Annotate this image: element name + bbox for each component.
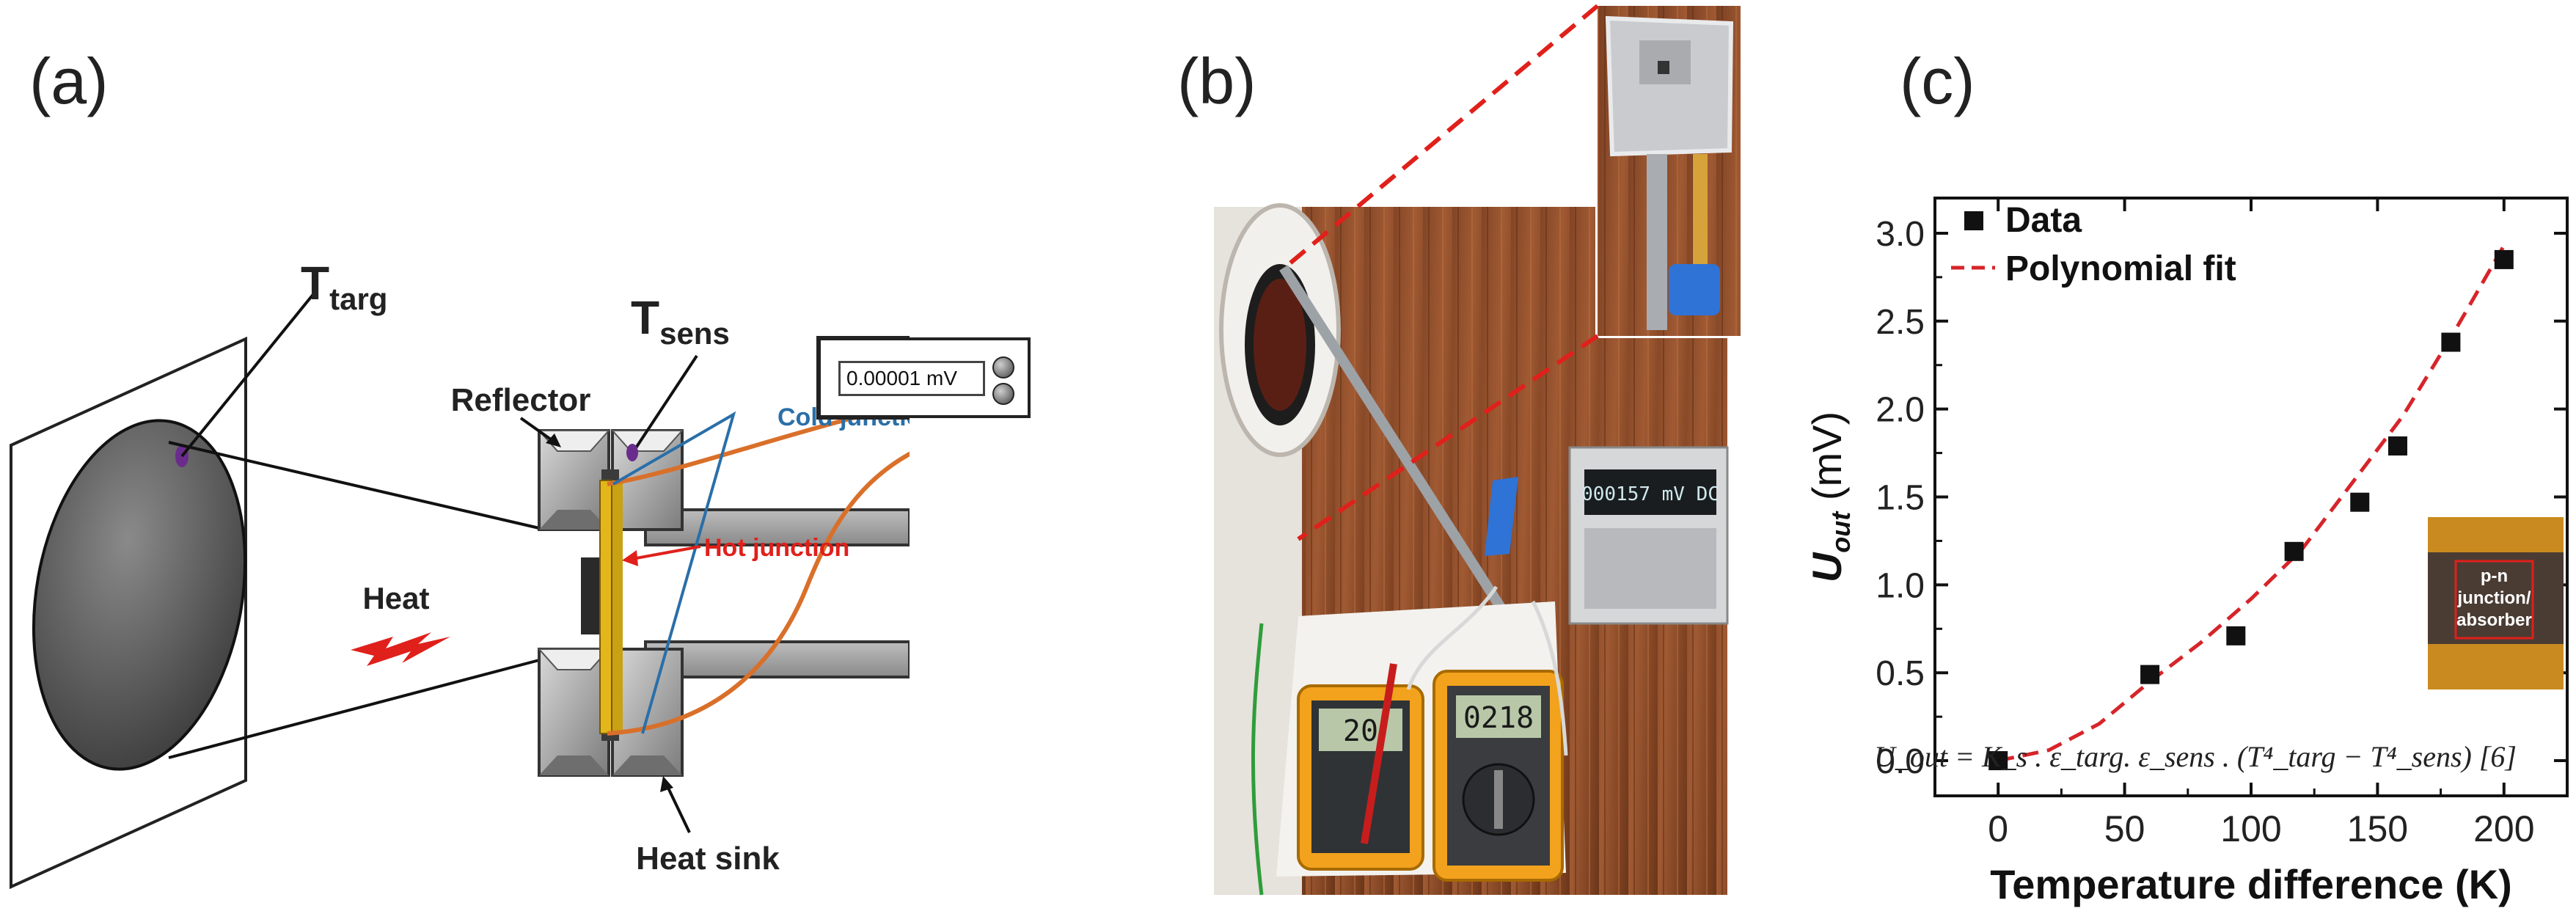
legend-data-label: Data	[2005, 201, 2082, 240]
panel-b-label: (b)	[1177, 45, 1256, 117]
chart: 0 50 100 150 200 0.0 0.5 1.0 1.5 2.0 2.5 3.0Tempera…	[1804, 197, 2569, 907]
multimeter-right: 0218	[1432, 670, 1564, 882]
target-disk	[32, 419, 247, 771]
voltmeter-display: 0.00001 mV	[838, 361, 985, 396]
y-tick-label: 2.5	[1876, 303, 1925, 342]
y-tick-label: 0.0	[1876, 742, 1925, 781]
panel-c-label: (c)	[1900, 45, 1975, 117]
heat-label: Heat	[362, 581, 429, 615]
t-targ-label: T	[301, 257, 329, 310]
fov-line-top	[168, 441, 540, 530]
heat-bolt-icon	[351, 632, 450, 666]
data-point	[2387, 436, 2407, 456]
cold-junction-lines	[612, 411, 736, 734]
inset-label: p-n	[2481, 566, 2508, 586]
bench-meter-reading: 000157 mV DC	[1581, 483, 1719, 505]
x-tick-label: 0	[1988, 808, 2008, 849]
rod	[1279, 265, 1515, 626]
panel-b: 000157 mV DC 20 0218	[954, 0, 1746, 907]
callout-line-bottom	[1297, 334, 1599, 541]
heat-sink-label: Heat sink	[636, 841, 780, 877]
terminal-bottom-icon	[992, 383, 1014, 405]
hot-junction-label: Hot junction	[704, 534, 849, 562]
t-sens-leader	[634, 354, 698, 450]
inset-label: junction/	[2457, 588, 2531, 608]
fov-line-bottom	[168, 659, 540, 759]
multimeter-left: 20	[1297, 684, 1424, 871]
x-tick-label: 150	[2347, 808, 2408, 849]
heat-sink-arrow	[665, 783, 691, 833]
hot-junction-arrowhead	[622, 550, 638, 566]
data-point	[2226, 626, 2246, 645]
y-axis-label: Uout (mV)	[1804, 411, 1856, 582]
svg-text:Ttarg: Ttarg	[301, 257, 387, 316]
hot-junction-arrow	[632, 545, 701, 560]
reflector-block-bottom	[537, 648, 611, 777]
t-sens-subscript: sens	[659, 316, 730, 351]
data-point	[2494, 249, 2514, 269]
x-tick-label: 100	[2220, 808, 2281, 849]
svg-text:0218: 0218	[1463, 701, 1534, 735]
panel-a: Ttarg Heat	[0, 0, 973, 907]
x-axis-label: Temperature difference (K)	[1990, 861, 2512, 907]
reflector-label: Reflector	[451, 382, 591, 418]
t-targ-leader	[180, 292, 315, 458]
t-sens-label: T	[631, 291, 659, 344]
polynomial-fit-line	[1997, 244, 2506, 763]
wire-bottom	[607, 428, 973, 736]
data-point	[2140, 665, 2160, 684]
inset-label: absorber	[2456, 610, 2532, 630]
y-tick-label: 3.0	[1876, 215, 1925, 254]
heat-sink-bar-bottom	[644, 640, 911, 678]
data-point	[2284, 541, 2304, 561]
sensor-point	[626, 444, 638, 461]
panel-a-label: (a)	[29, 45, 109, 117]
legend-data-marker	[1964, 211, 1983, 230]
thermopile-strip	[599, 480, 612, 734]
reflector-block-top	[537, 429, 611, 531]
y-tick-label: 2.0	[1876, 391, 1925, 430]
panel-a-diagram: Ttarg Heat	[10, 257, 973, 890]
data-point	[2350, 492, 2370, 512]
y-tick-label: 1.0	[1876, 566, 1925, 605]
inset-highlight-box	[2454, 560, 2534, 640]
terminal-top-icon	[992, 356, 1014, 378]
equation: U_out = K_s . ε_targ. ε_sens . (T⁴_targ …	[1874, 740, 2517, 773]
panel-b-photo: 000157 mV DC 20 0218	[1214, 4, 1743, 896]
voltmeter: 0.00001 mV	[818, 337, 1031, 418]
svg-text:20: 20	[1343, 714, 1378, 748]
y-tick-label: 0.5	[1876, 654, 1925, 693]
legend-fit-label: Polynomial fit	[2005, 249, 2236, 288]
inset-junction-band	[2428, 552, 2564, 644]
thermopile-strip-2	[612, 480, 623, 733]
foil-sensor	[1605, 15, 1734, 157]
data-point	[1988, 751, 2008, 771]
t-targ-subscript: targ	[329, 282, 387, 316]
sink-block-bottom	[611, 648, 684, 777]
y-tick-label: 1.5	[1876, 479, 1925, 518]
x-tick-label: 50	[2104, 808, 2145, 849]
x-tick-label: 200	[2473, 808, 2534, 849]
data-point	[2441, 332, 2461, 352]
callout-line-top	[1286, 4, 1599, 268]
svg-text:Tsens: Tsens	[631, 291, 730, 351]
